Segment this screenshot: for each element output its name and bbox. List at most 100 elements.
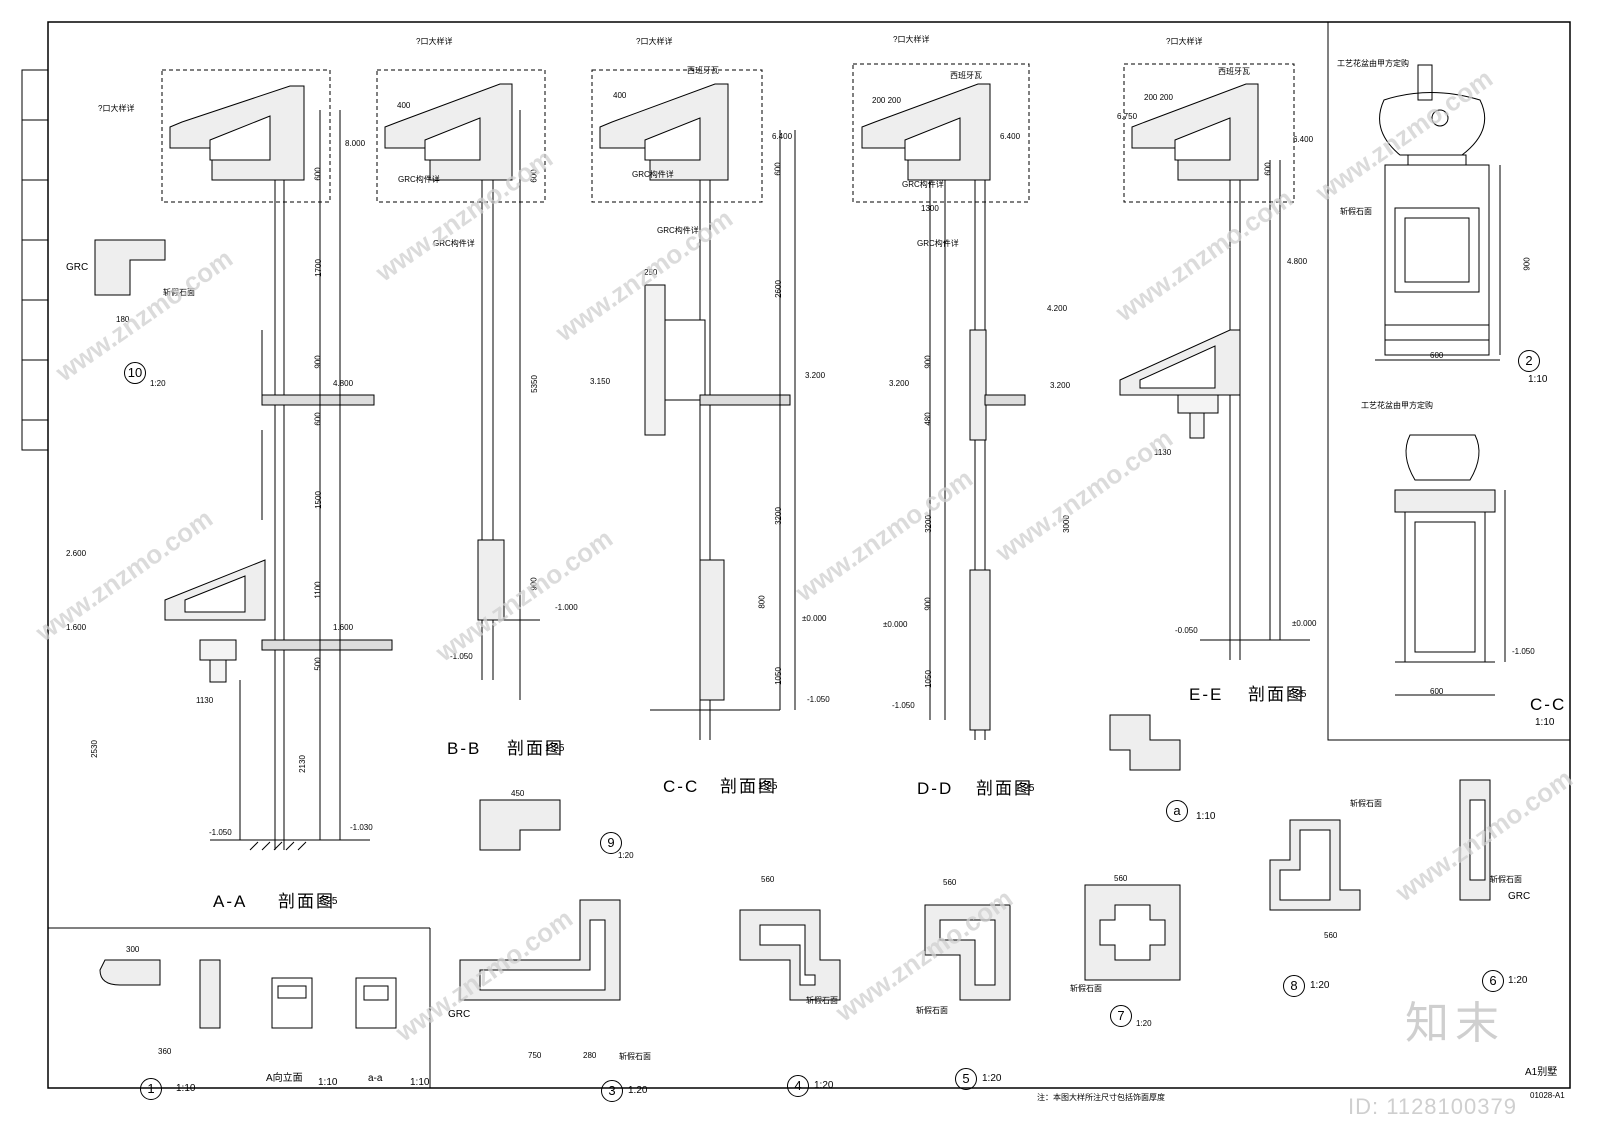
dim-7-560: 560: [1114, 874, 1128, 883]
dim-aa-2130: 2130: [297, 755, 307, 773]
dim-cc-1050: 1050: [773, 667, 783, 685]
callout-grc2-bb: GRC构件详: [433, 239, 475, 248]
section-aa-title: A-A: [213, 892, 248, 911]
level-neg1050-planter: -1.050: [1512, 647, 1535, 656]
callout-eave-bb: ?口大样详: [416, 37, 453, 46]
section-dd-scale: 1:25: [1015, 783, 1035, 794]
section-bb-title: B-B: [447, 739, 482, 758]
callout-eave-cc: ?口大样详: [636, 37, 673, 46]
level-neg1030: -1.030: [350, 823, 373, 832]
callout-grc-10: GRC: [66, 262, 89, 273]
dim-4-560: 560: [761, 875, 775, 884]
dim-dd-480: 480: [923, 412, 933, 426]
dim-cc-800: 800: [757, 595, 767, 609]
section-aa-scale: 1:25: [318, 896, 338, 907]
detail-3-marker: 3: [601, 1080, 623, 1102]
dim-dd-200-200: 200 200: [872, 96, 901, 105]
level-3200-ee: 3.200: [1050, 381, 1071, 390]
callout-grc-3: GRC: [448, 1009, 471, 1020]
dim-3-750: 750: [528, 1051, 542, 1060]
level-6750: 6.750: [1117, 112, 1138, 121]
id-tag: ID: 1128100379: [1348, 1094, 1517, 1119]
detail-6-marker: 6: [1482, 970, 1504, 992]
callout-eave-aa: ?口大样详: [98, 104, 135, 113]
section-cc-label: 剖面图: [720, 777, 777, 796]
dim-ee-200-200: 200 200: [1144, 93, 1173, 102]
dim-aa-2530: 2530: [89, 740, 99, 758]
dim-aa-600b: 600: [313, 412, 323, 426]
level-4800-ee: 4.800: [1287, 257, 1308, 266]
section-dd-title: D-D: [917, 779, 954, 798]
section-dd-label: 剖面图: [976, 779, 1033, 798]
level-1600-right: 1.600: [333, 623, 354, 632]
dim-cc-3200: 3200: [773, 507, 783, 525]
dim-1-360: 360: [158, 1047, 172, 1056]
section-aa-label: 剖面图: [278, 892, 335, 911]
detail-5-marker: 5: [955, 1068, 977, 1090]
a-elevation-label: A向立面: [266, 1073, 303, 1084]
level-neg1000: -1.000: [555, 603, 578, 612]
level-6400-ee: 6.400: [1293, 135, 1314, 144]
callout-stone-10: 斩假石面: [163, 288, 195, 297]
dim-2-900: 900: [1522, 257, 1532, 271]
dim-aa-1500: 1500: [313, 491, 323, 509]
callout-grc1-bb: GRC构件详: [398, 175, 440, 184]
callout-tile-ee: 西班牙瓦: [1218, 67, 1250, 76]
callout-grc2-cc: GRC构件详: [657, 226, 699, 235]
level-0050: -0.050: [1175, 626, 1198, 635]
level-3150: 3.150: [590, 377, 611, 386]
callout-eave-ee: ?口大样详: [1166, 37, 1203, 46]
dim-cc-600: 600: [773, 162, 783, 176]
dim-cc-600-planter: 600: [1430, 687, 1444, 696]
section-cc-title: C-C: [663, 777, 700, 796]
callout-grc1-dd: GRC构件详: [902, 180, 944, 189]
dim-bb-5350: 5350: [529, 375, 539, 393]
dim-dd-1300: 1300: [921, 204, 939, 213]
dim-2-600: 600: [1430, 351, 1444, 360]
callout-stone-4: 斩假石面: [806, 996, 838, 1005]
callout-planter-2: 工艺花盆由甲方定购: [1361, 401, 1433, 410]
callout-tile-dd: 西班牙瓦: [950, 71, 982, 80]
section-ee-scale: 1:25: [1287, 689, 1307, 700]
level-neg1050-bb: -1.050: [450, 652, 473, 661]
level-6400-cc: 6.400: [772, 132, 793, 141]
level-neg1050-aa: -1.050: [209, 828, 232, 837]
a-a-scale: 1:10: [410, 1077, 430, 1088]
level-0000-ee: ±0.000: [1292, 619, 1317, 628]
brand-logo: 知末: [1405, 999, 1505, 1048]
detail-3-scale: 1:20: [628, 1085, 648, 1096]
section-ee-label: 剖面图: [1248, 685, 1305, 704]
detail-a-scale: 1:10: [1196, 811, 1216, 822]
detail-5-scale: 1:20: [982, 1073, 1002, 1084]
detail-2-marker: 2: [1518, 350, 1540, 372]
detail-2-scale: 1:10: [1528, 374, 1548, 385]
dim-dd-900b: 900: [923, 597, 933, 611]
level-6400-dd: 6.400: [1000, 132, 1021, 141]
level-3200-dd: 3.200: [889, 379, 910, 388]
dim-8-560: 560: [1324, 931, 1338, 940]
callout-tile-cc: 西班牙瓦: [687, 66, 719, 75]
callout-planter-1: 工艺花盆由甲方定购: [1337, 59, 1409, 68]
detail-8-marker: 8: [1283, 975, 1305, 997]
section-cc-right-title: C-C: [1530, 695, 1567, 714]
detail-1-marker: 1: [140, 1078, 162, 1100]
dim-3-280: 280: [583, 1051, 597, 1060]
dim-10-180: 180: [116, 315, 130, 324]
section-ee-title: E-E: [1189, 685, 1224, 704]
level-1600-left: 1.600: [66, 623, 87, 632]
level-4800-aa: 4.800: [333, 379, 354, 388]
detail-4-scale: 1:20: [814, 1080, 834, 1091]
level-4200: 4.200: [1047, 304, 1068, 313]
callout-stone-6: 斩假石面: [1490, 875, 1522, 884]
level-8000: 8.000: [345, 139, 366, 148]
dim-aa-1700: 1700: [313, 259, 323, 277]
callout-grc-6: GRC: [1508, 891, 1531, 902]
detail-1-scale: 1:10: [176, 1083, 196, 1094]
side-title: A1别墅: [1525, 1067, 1558, 1078]
dim-dd-1050: 1050: [923, 670, 933, 688]
dim-aa-500: 500: [313, 657, 323, 671]
section-bb-label: 剖面图: [507, 739, 564, 758]
detail-6-scale: 1:20: [1508, 975, 1528, 986]
callout-stone-2: 斩假石面: [1340, 207, 1372, 216]
level-neg1050-dd: -1.050: [892, 701, 915, 710]
